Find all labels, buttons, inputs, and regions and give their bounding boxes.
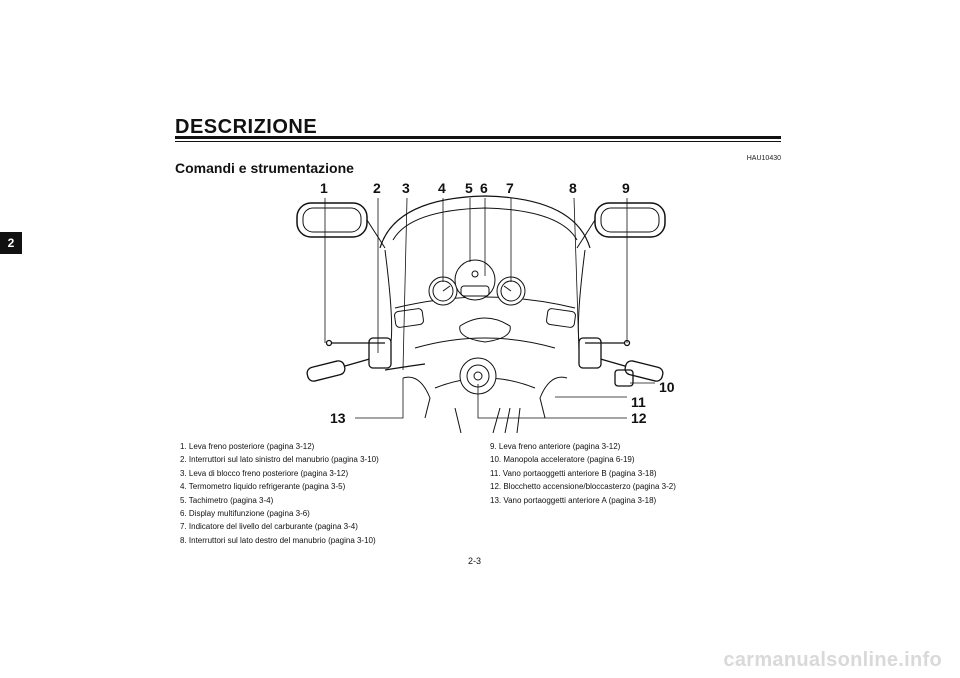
center-console [459, 317, 511, 343]
title-rule-thin [175, 141, 781, 142]
legend-item: 8. Interruttori sul lato destro del manu… [180, 535, 376, 545]
legend-item: 9. Leva freno anteriore (pagina 3-12) [490, 442, 621, 451]
left-mirror [296, 202, 386, 249]
page-title: DESCRIZIONE [175, 116, 318, 138]
chapter-tab: 2 [0, 232, 22, 254]
legend-item: 2. Interruttori sul lato sinistro del ma… [180, 455, 379, 465]
title-rule-thick [175, 136, 781, 139]
coolant-gauge [428, 276, 458, 306]
callout-9: 9 [622, 180, 630, 196]
callout-5: 5 [465, 180, 473, 196]
callout-6: 6 [480, 180, 488, 196]
callout-1: 1 [320, 180, 328, 196]
legend-item: 11. Vano portaoggetti anteriore B (pagin… [490, 468, 657, 478]
legend-item: 12. Blocchetto accensione/bloccasterzo (… [490, 482, 676, 492]
callout-13: 13 [330, 410, 346, 426]
legend-item: 6. Display multifunzione (pagina 3-6) [180, 509, 310, 519]
callout-4: 4 [438, 180, 446, 196]
windscreen [379, 195, 591, 249]
section-title: Comandi e strumentazione [175, 160, 354, 176]
callout-3: 3 [402, 180, 410, 196]
page-number: 2-3 [468, 556, 482, 566]
legend-item: 7. Indicatore del livello del carburante… [180, 522, 358, 532]
storage-compartment-b [539, 376, 568, 419]
callout-8: 8 [569, 180, 577, 196]
legend-item: 4. Termometro liquido refrigerante (pagi… [180, 482, 346, 492]
callout-10: 10 [659, 379, 675, 395]
legend-item: 5. Tachimetro (pagina 3-4) [180, 495, 274, 505]
legend-item: 3. Leva di blocco freno posteriore (pagi… [180, 468, 349, 478]
storage-compartment-a [402, 376, 431, 419]
legend-right: 9. Leva freno anteriore (pagina 3-12) 10… [490, 440, 676, 507]
callout-12: 12 [631, 410, 647, 426]
legend-item: 10. Manopola acceleratore (pagina 6-19) [490, 455, 635, 465]
legend-item: 1. Leva freno posteriore (pagina 3-12) [180, 442, 315, 451]
legend-item: 13. Vano portaoggetti anteriore A (pagin… [490, 495, 657, 505]
right-mirror [576, 202, 666, 249]
handlebar-illustration: 1 2 3 4 5 6 7 8 9 10 11 12 13 [296, 180, 675, 433]
right-handlebar [578, 337, 664, 387]
reference-code: HAU10430 [746, 155, 781, 162]
callout-11: 11 [631, 394, 646, 410]
legend-left: 1. Leva freno posteriore (pagina 3-12) 2… [180, 440, 379, 547]
watermark: carmanualsonline.info [723, 649, 942, 671]
left-handlebar [306, 337, 426, 382]
callout-7: 7 [506, 180, 514, 196]
callout-2: 2 [373, 180, 381, 196]
speedometer-display [454, 259, 496, 301]
